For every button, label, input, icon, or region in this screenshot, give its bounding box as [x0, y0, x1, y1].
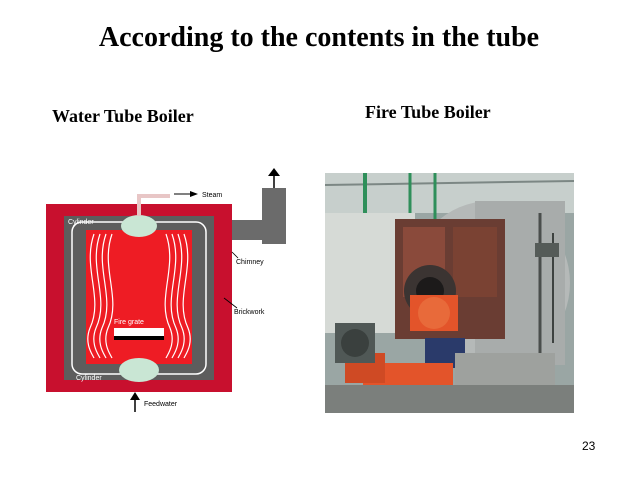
water-tubes-right	[164, 233, 191, 359]
fire-grate	[114, 328, 164, 336]
label-cylinder-top: Cylinder	[68, 219, 94, 226]
water-tubes-left	[87, 233, 114, 359]
label-feedwater: Feedwater	[144, 401, 178, 408]
orange-fuel-line	[363, 363, 453, 385]
water-tube-heading: Water Tube Boiler	[52, 106, 194, 126]
slide-title: According to the contents in the tube	[98, 22, 540, 53]
water-tube-boiler-diagram: Steam Cylinder Chimney Brickwork Fire gr…	[46, 168, 286, 412]
fire-tube-heading: Fire Tube Boiler	[365, 102, 491, 122]
bottom-cylinder	[119, 358, 159, 382]
page-number: 23	[582, 439, 596, 453]
label-steam: Steam	[202, 192, 222, 199]
label-brickwork: Brickwork	[234, 309, 265, 316]
furnace-area	[86, 230, 192, 364]
chimney	[262, 188, 286, 244]
top-cylinder	[121, 215, 157, 237]
label-cylinder-bottom: Cylinder	[76, 375, 102, 382]
label-fire-grate: Fire grate	[114, 319, 144, 326]
label-chimney: Chimney	[236, 259, 264, 266]
fire-tube-boiler-photo	[325, 173, 574, 413]
